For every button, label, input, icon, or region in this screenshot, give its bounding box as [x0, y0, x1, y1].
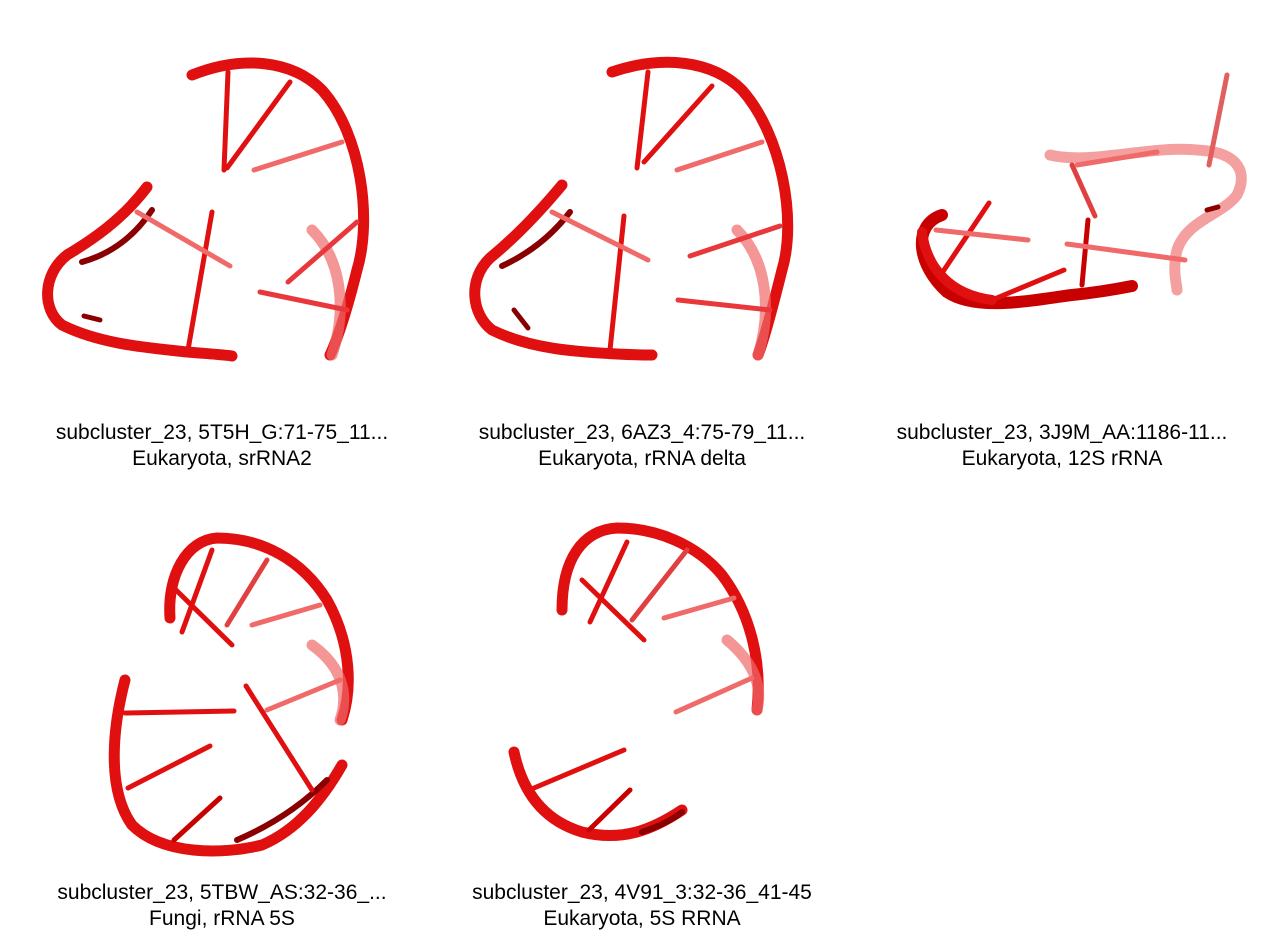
panel-title-3: subcluster_23, 3J9M_AA:1186-11...	[896, 421, 1228, 444]
rna-structure-1	[42, 57, 370, 362]
panel-subtitle-2: Eukaryota, rRNA delta	[538, 447, 746, 470]
structure-panel-1: subcluster_23, 5T5H_G:71-75_11... Eukary…	[12, 0, 432, 470]
panel-title-1: subcluster_23, 5T5H_G:71-75_11...	[55, 421, 389, 444]
panel-title-4: subcluster_23, 5TBW_AS:32-36_...	[57, 881, 387, 904]
structure-panel-5: subcluster_23, 4V91_3:32-36_41-45 Eukary…	[432, 470, 852, 930]
panel-subtitle-4: Fungi, rRNA 5S	[149, 907, 295, 930]
panel-title-5: subcluster_23, 4V91_3:32-36_41-45	[472, 881, 812, 904]
panel-title-2: subcluster_23, 6AZ3_4:75-79_11...	[478, 421, 806, 444]
rna-structure-5	[508, 522, 765, 842]
panel-subtitle-1: Eukaryota, srRNA2	[132, 447, 312, 470]
structure-panel-4: subcluster_23, 5TBW_AS:32-36_... Fungi, …	[12, 470, 432, 930]
structure-panel-2: subcluster_23, 6AZ3_4:75-79_11... Eukary…	[432, 0, 852, 470]
panel-subtitle-3: Eukaryota, 12S rRNA	[961, 447, 1163, 470]
rna-structure-2	[469, 56, 794, 361]
rna-structure-3	[915, 72, 1247, 310]
panel-subtitle-5: Eukaryota, 5S RRNA	[543, 907, 741, 930]
rna-structure-4	[108, 532, 354, 857]
structure-panel-3: subcluster_23, 3J9M_AA:1186-11... Eukary…	[852, 0, 1272, 470]
